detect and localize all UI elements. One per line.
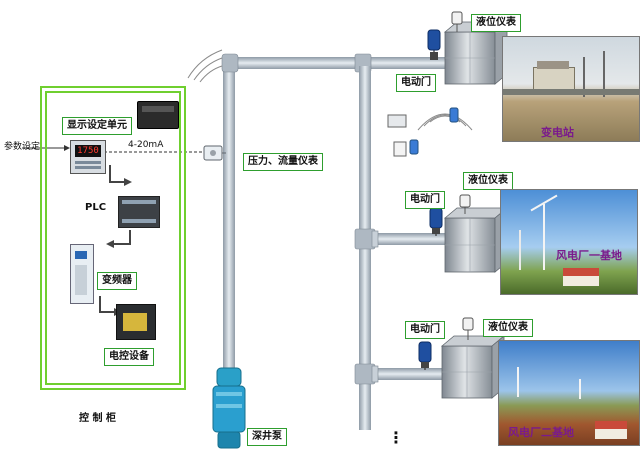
level-meter-1-icon — [451, 11, 463, 32]
wireless-signal-icon — [187, 49, 223, 83]
wind-farm-1-photo — [500, 189, 638, 295]
digital-controller-device: 1750 — [70, 140, 106, 174]
pressure-flow-meter-label: 压力、流量仪表 — [243, 153, 323, 171]
control-cabinet-title: 控 制 柜 — [79, 413, 116, 424]
wind-farm-1-caption: 风电厂一基地 — [556, 249, 622, 262]
plc-label: PLC — [85, 202, 107, 213]
inverter-label: 变频器 — [97, 272, 137, 290]
valve-3-label: 电动门 — [405, 321, 445, 339]
param-input-label: 参数设定 — [4, 142, 41, 152]
wireless-receiver-icon — [417, 113, 473, 131]
wind-farm-2-caption: 风电厂二基地 — [508, 426, 574, 439]
deep-well-pump-label: 深井泵 — [247, 428, 287, 446]
valve-1-label: 电动门 — [396, 74, 436, 92]
continuation-ellipsis: ⋮ — [388, 428, 404, 447]
water-tank-2 — [443, 207, 509, 273]
mobile-phone-icon — [409, 139, 419, 155]
electric-valve-2-icon — [429, 207, 443, 236]
control-cabinet-frame-outer — [40, 86, 186, 390]
cabinet-flow-arrows — [99, 165, 131, 313]
wind-farm-2-photo — [498, 340, 640, 446]
controller-display: 1750 — [75, 145, 101, 157]
pressure-flow-meter-icon — [203, 145, 226, 161]
plc-device — [118, 196, 160, 228]
signal-label: 4-20mA — [128, 140, 164, 150]
electrical-control-device — [116, 304, 156, 340]
deep-well-pump-icon — [212, 367, 246, 449]
electric-valve-3-icon — [418, 341, 432, 370]
level-meter-3-label: 液位仪表 — [483, 319, 533, 337]
substation-photo — [502, 36, 640, 142]
level-meter-2-icon — [459, 194, 471, 214]
water-tank-3 — [440, 335, 506, 399]
level-meter-3-icon — [462, 317, 474, 340]
level-meter-2-label: 液位仪表 — [463, 172, 513, 190]
sms-alarm-device-icon — [393, 141, 407, 157]
electrical-label: 电控设备 — [104, 348, 154, 366]
display-unit-label: 显示设定单元 — [62, 117, 132, 135]
level-meter-1-label: 液位仪表 — [471, 14, 521, 32]
control-cabinet-frame-inner — [45, 91, 181, 385]
electric-valve-1-icon — [427, 29, 441, 60]
valve-2-label: 电动门 — [405, 191, 445, 209]
display-setting-unit-device — [137, 101, 179, 129]
main-riser-pipe — [223, 62, 235, 380]
substation-caption: 变电站 — [541, 126, 574, 139]
header-pipe — [228, 57, 448, 69]
inverter-device — [70, 244, 94, 304]
